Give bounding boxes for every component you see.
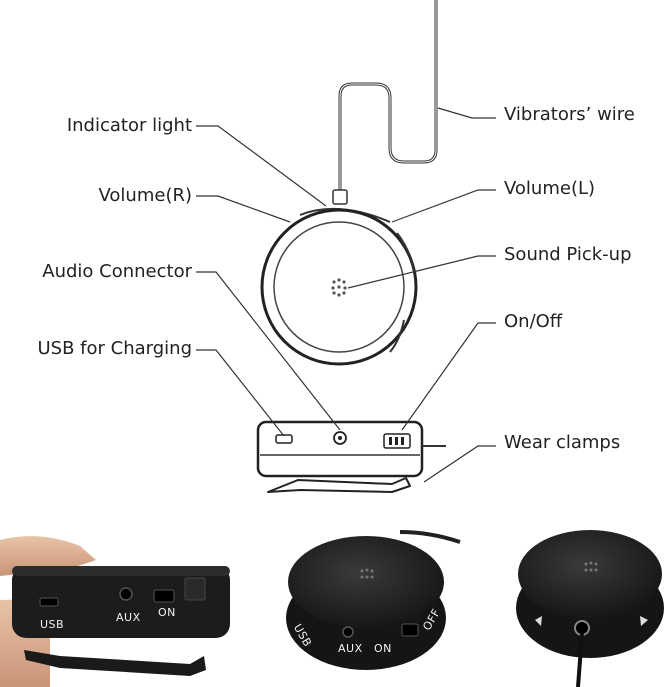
label-audio-connector: Audio Connector <box>42 261 192 282</box>
device-side-view <box>256 420 424 478</box>
left-on-text: ON <box>158 606 176 619</box>
label-sound-pickup: Sound Pick-up <box>504 244 632 265</box>
photo-left-hand-device: USB AUX ON <box>0 536 230 687</box>
label-vibrators-wire: Vibrators’ wire <box>504 104 635 125</box>
photo-middle-device: USB AUX ON OFF <box>286 530 461 670</box>
label-indicator-light: Indicator light <box>66 115 192 136</box>
usb-port <box>275 434 293 444</box>
label-on-off: On/Off <box>504 311 563 332</box>
label-volume-r: Volume(R) <box>98 185 193 206</box>
leader-sound-pickup <box>347 255 496 289</box>
product-photos: USB AUX ON USB AUX ON OFF <box>0 530 664 687</box>
wear-clamp-drawing <box>267 477 411 493</box>
label-wear-clamps: Wear clamps <box>504 432 621 453</box>
leader-vibrators-wire <box>437 107 496 119</box>
left-aux-text: AUX <box>116 611 141 624</box>
leader-volume-l <box>391 189 496 223</box>
vibrators-wire-drawing <box>338 0 438 198</box>
leader-usb <box>196 349 285 437</box>
photo-right-device <box>516 530 664 687</box>
microphone-holes <box>331 278 347 297</box>
leader-audio-connector <box>196 271 341 431</box>
label-volume-l: Volume(L) <box>504 178 596 199</box>
middle-aux-text: AUX <box>338 642 363 655</box>
left-usb-text: USB <box>40 618 64 631</box>
middle-on-text: ON <box>374 642 392 655</box>
leader-on-off <box>401 322 496 431</box>
leader-wear-clamps <box>423 445 496 483</box>
leader-indicator-light <box>196 125 327 207</box>
label-usb-for-charging: USB for Charging <box>37 338 193 359</box>
leader-volume-r <box>196 195 291 223</box>
